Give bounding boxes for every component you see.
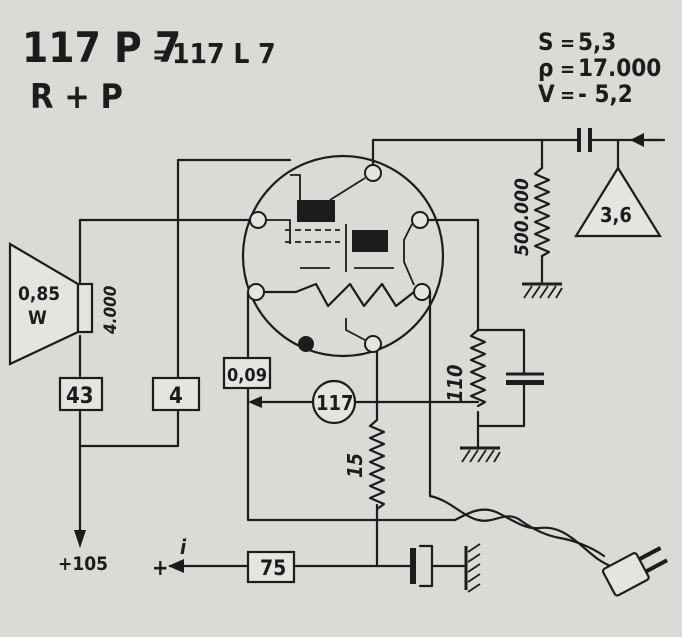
resistor-75-label: 75 xyxy=(260,556,286,580)
plus-terminal-label: + xyxy=(152,556,169,581)
resistor-75-box xyxy=(246,550,296,584)
tube-lead xyxy=(266,219,291,244)
tube-pin xyxy=(247,283,265,301)
speaker-impedance: 4.000 xyxy=(101,285,121,335)
supply-arrow xyxy=(74,530,86,548)
tube-anode xyxy=(297,200,335,222)
bypass-capacitor xyxy=(506,372,544,385)
resistor-43-box xyxy=(58,376,104,412)
param-value: - 5,2 xyxy=(578,80,633,108)
wire xyxy=(476,382,526,428)
param-sep: = xyxy=(560,83,575,107)
param-value: 17.000 xyxy=(578,54,661,82)
mains-cord xyxy=(428,494,612,568)
wire xyxy=(426,218,480,332)
resistor-110-label: 110 xyxy=(443,364,467,402)
tube-key-pin xyxy=(298,336,314,352)
heater-117-circle xyxy=(311,379,357,425)
wiper-arrow xyxy=(248,396,262,408)
filter-capacitor xyxy=(410,544,434,588)
vacuum-tube xyxy=(241,154,445,358)
equiv-tube-title: 117 L 7 xyxy=(172,37,276,70)
parameter-list: S = 5,3 ρ = 17.000 V = - 5,2 xyxy=(538,28,661,108)
tube-heater xyxy=(262,282,416,308)
speaker-magnet xyxy=(76,282,94,334)
speaker-unit: W xyxy=(28,307,47,329)
tube-pin xyxy=(413,283,431,301)
tube-type-title: 117 P 7 xyxy=(22,23,181,72)
wire xyxy=(78,408,180,448)
resistor-4-box xyxy=(151,376,201,412)
tube-diode-anode xyxy=(352,230,388,252)
param-value: 5,3 xyxy=(578,28,616,56)
tube-envelope xyxy=(241,154,445,358)
speaker-power: 0,85 xyxy=(18,283,60,305)
coupling-capacitor xyxy=(577,128,592,152)
input-source-triangle xyxy=(574,165,662,238)
input-arrow xyxy=(630,133,644,147)
resistor-43-label: 43 xyxy=(66,384,94,409)
resistor-15-label: 15 xyxy=(343,453,367,478)
resistor-15 xyxy=(368,418,386,511)
resistor-009-box xyxy=(222,356,272,390)
loudspeaker xyxy=(8,242,94,366)
tube-pin xyxy=(249,211,267,229)
resistor-009-label: 0,09 xyxy=(227,365,267,386)
supply-voltage-label: +105 xyxy=(58,553,108,575)
input-source-label: 3,6 xyxy=(600,203,632,227)
mains-plug xyxy=(601,546,669,597)
tube-pin xyxy=(364,335,382,353)
param-key: V xyxy=(538,80,555,108)
equiv-sign: = xyxy=(152,40,172,70)
wire xyxy=(78,218,252,284)
tube-lead xyxy=(345,318,366,341)
wire xyxy=(371,138,580,167)
resistor-110 xyxy=(469,328,487,408)
param-key: ρ xyxy=(538,54,553,82)
tube-pin xyxy=(364,164,382,182)
output-arrow xyxy=(168,559,184,573)
wire xyxy=(476,328,526,376)
param-sep: = xyxy=(560,31,575,55)
param-sep: = xyxy=(560,57,575,81)
tube-pin xyxy=(411,211,429,229)
wire xyxy=(176,158,292,380)
wires xyxy=(74,133,666,573)
param-key: S xyxy=(538,28,554,56)
tube-lead xyxy=(290,174,301,200)
tube-lead xyxy=(403,223,415,286)
current-label: i xyxy=(180,535,187,559)
resistor-500k xyxy=(533,166,551,258)
ground-symbol xyxy=(522,282,563,299)
chassis-ground xyxy=(464,543,481,593)
resistor-4-label: 4 xyxy=(169,384,183,409)
resistor-500k-label: 500.000 xyxy=(511,178,533,256)
ground-symbol xyxy=(460,446,501,463)
subtitle: R + P xyxy=(30,77,123,117)
heater-117-label: 117 xyxy=(316,391,354,415)
tube-lead xyxy=(329,177,366,201)
wire xyxy=(246,386,457,522)
